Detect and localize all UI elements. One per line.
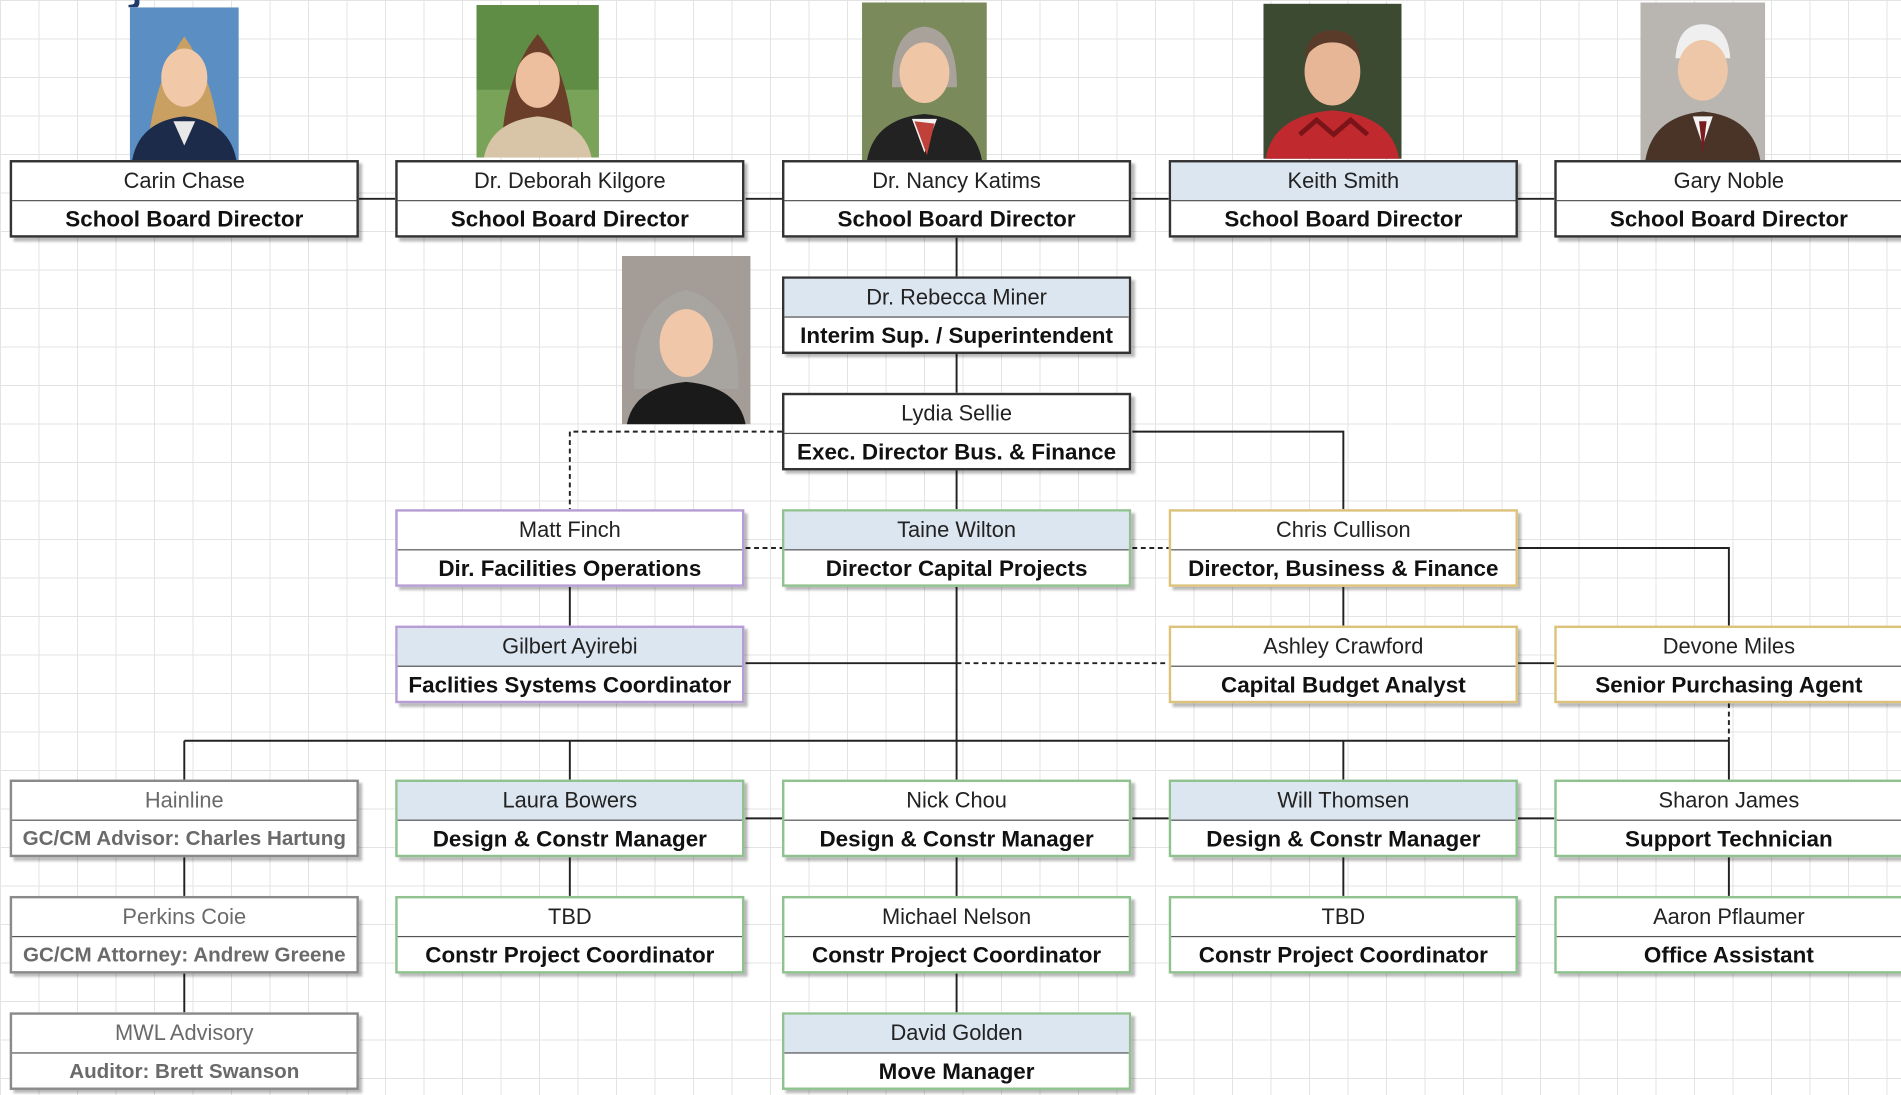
node-role: Auditor: Brett Swanson [69, 1059, 300, 1083]
superintendent-photo [621, 255, 751, 425]
finch-node[interactable]: Matt Finch Dir. Facilities Operations [395, 509, 745, 587]
james-node[interactable]: Sharon James Support Technician [1554, 779, 1901, 858]
node-role: Support Technician [1625, 825, 1833, 852]
board-director-photo [476, 4, 599, 158]
node-name: Matt Finch [397, 512, 742, 551]
node-name: Dr. Nancy Katims [784, 162, 1129, 202]
node-role: School Board Director [1224, 206, 1463, 232]
node-role: Director, Business & Finance [1188, 555, 1499, 581]
node-name: TBD [1171, 898, 1516, 938]
ayirebi-node[interactable]: Gilbert Ayirebi Faclities Systems Coordi… [395, 625, 745, 704]
node-name: Nick Chou [784, 782, 1129, 821]
cullison-node[interactable]: Chris Cullison Director, Business & Fina… [1168, 509, 1518, 587]
node-name: Perkins Coie [12, 898, 357, 938]
node-name: Taine Wilton [784, 511, 1129, 551]
node-role: Constr Project Coordinator [425, 942, 715, 968]
title-fragment [126, 0, 140, 8]
node-name: Laura Bowers [397, 781, 742, 821]
perkins-node[interactable]: Perkins Coie GC/CM Attorney: Andrew Gree… [9, 895, 359, 974]
miles-node[interactable]: Devone Miles Senior Purchasing Agent [1554, 625, 1901, 704]
node-name: Lydia Sellie [784, 395, 1129, 435]
golden-node[interactable]: David Golden Move Manager [781, 1012, 1132, 1090]
board-director-photo [129, 7, 239, 161]
dashed-connector [568, 430, 782, 510]
node-name: Carin Chase [12, 162, 357, 202]
board-director-photo [862, 2, 987, 161]
hainline-node[interactable]: Hainline GC/CM Advisor: Charles Hartung [9, 779, 359, 858]
miner-node[interactable]: Dr. Rebecca Miner Interim Sup. / Superin… [781, 276, 1132, 355]
tbd2-node[interactable]: TBD Constr Project Coordinator [1168, 895, 1518, 974]
node-role: School Board Director [450, 206, 689, 232]
katims-node[interactable]: Dr. Nancy Katims School Board Director [781, 160, 1132, 238]
wilton-node[interactable]: Taine Wilton Director Capital Projects [781, 509, 1132, 587]
connector-line [1132, 430, 1345, 510]
node-name: David Golden [784, 1014, 1129, 1054]
node-role: School Board Director [1609, 206, 1848, 232]
node-name: Dr. Rebecca Miner [784, 278, 1129, 318]
node-role: School Board Director [65, 206, 304, 232]
node-role: Design & Constr Manager [1206, 825, 1481, 852]
mwl-node[interactable]: MWL Advisory Auditor: Brett Swanson [9, 1012, 359, 1090]
node-role: GC/CM Attorney: Andrew Greene [22, 943, 346, 967]
node-name: Ashley Crawford [1171, 628, 1516, 667]
node-role: School Board Director [837, 206, 1076, 232]
board-director-photo [1640, 2, 1766, 161]
kilgore-node[interactable]: Dr. Deborah Kilgore School Board Directo… [395, 160, 745, 238]
crawford-node[interactable]: Ashley Crawford Capital Budget Analyst [1168, 625, 1518, 704]
node-role: Capital Budget Analyst [1221, 671, 1466, 698]
tbd1-node[interactable]: TBD Constr Project Coordinator [395, 895, 745, 974]
thomsen-node[interactable]: Will Thomsen Design & Constr Manager [1168, 779, 1518, 858]
bowers-node[interactable]: Laura Bowers Design & Constr Manager [395, 779, 745, 858]
noble-node[interactable]: Gary Noble School Board Director [1554, 160, 1901, 238]
node-name: Devone Miles [1556, 628, 1901, 667]
node-role: Constr Project Coordinator [1198, 942, 1488, 968]
node-name: TBD [397, 898, 742, 938]
connector-line [1517, 547, 1730, 626]
node-role: Design & Constr Manager [819, 825, 1094, 852]
node-role: Move Manager [878, 1058, 1035, 1084]
board-director-photo [1263, 3, 1402, 159]
chou-node[interactable]: Nick Chou Design & Constr Manager [781, 779, 1132, 858]
node-role: Director Capital Projects [825, 555, 1088, 581]
nelson-node[interactable]: Michael Nelson Constr Project Coordinato… [781, 895, 1132, 974]
node-name: Hainline [12, 782, 357, 821]
node-name: Will Thomsen [1171, 781, 1516, 821]
node-name: Aaron Pflaumer [1556, 898, 1901, 938]
pflaumer-node[interactable]: Aaron Pflaumer Office Assistant [1554, 895, 1901, 974]
node-role: Interim Sup. / Superintendent [800, 322, 1113, 348]
node-name: Gary Noble [1556, 162, 1901, 202]
node-name: Sharon James [1556, 782, 1901, 821]
node-role: Office Assistant [1643, 942, 1814, 968]
node-name: Michael Nelson [784, 898, 1129, 938]
node-name: Gilbert Ayirebi [397, 628, 742, 667]
node-name: MWL Advisory [12, 1015, 357, 1054]
node-role: GC/CM Advisor: Charles Hartung [22, 826, 346, 850]
node-role: Faclities Systems Coordinator [408, 671, 732, 698]
node-name: Chris Cullison [1171, 512, 1516, 551]
node-name: Dr. Deborah Kilgore [397, 162, 742, 202]
node-role: Senior Purchasing Agent [1595, 671, 1863, 698]
node-role: Design & Constr Manager [432, 825, 707, 852]
node-name: Keith Smith [1171, 162, 1516, 202]
sellie-node[interactable]: Lydia Sellie Exec. Director Bus. & Finan… [781, 392, 1132, 471]
node-role: Exec. Director Bus. & Finance [797, 438, 1117, 465]
chase-node[interactable]: Carin Chase School Board Director [9, 160, 359, 238]
smith-node[interactable]: Keith Smith School Board Director [1168, 160, 1518, 238]
node-role: Constr Project Coordinator [812, 942, 1102, 968]
node-role: Dir. Facilities Operations [438, 555, 702, 581]
